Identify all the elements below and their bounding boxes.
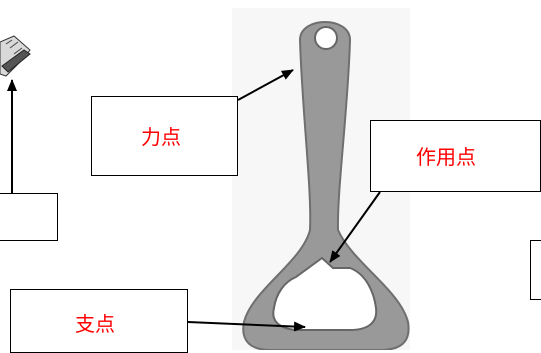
opener-body (242, 21, 410, 350)
bottle-cap-icon (0, 35, 31, 77)
fulcrum-label: 支点 (75, 312, 115, 336)
opener-hole (272, 256, 378, 331)
fulcrum-arrow (187, 321, 306, 332)
load-point-label: 作用点 (416, 145, 476, 169)
cap-label-box (0, 193, 58, 241)
fulcrum-box: 支点 (10, 289, 188, 353)
right-partial-box (530, 240, 541, 300)
load-point-box: 作用点 (370, 120, 541, 192)
bottle-opener-icon (242, 21, 410, 350)
load-arrow (329, 191, 381, 263)
effort-point-box: 力点 (91, 96, 238, 176)
effort-point-label: 力点 (141, 125, 181, 149)
hanging-hole (314, 26, 338, 50)
effort-arrow (237, 69, 294, 101)
